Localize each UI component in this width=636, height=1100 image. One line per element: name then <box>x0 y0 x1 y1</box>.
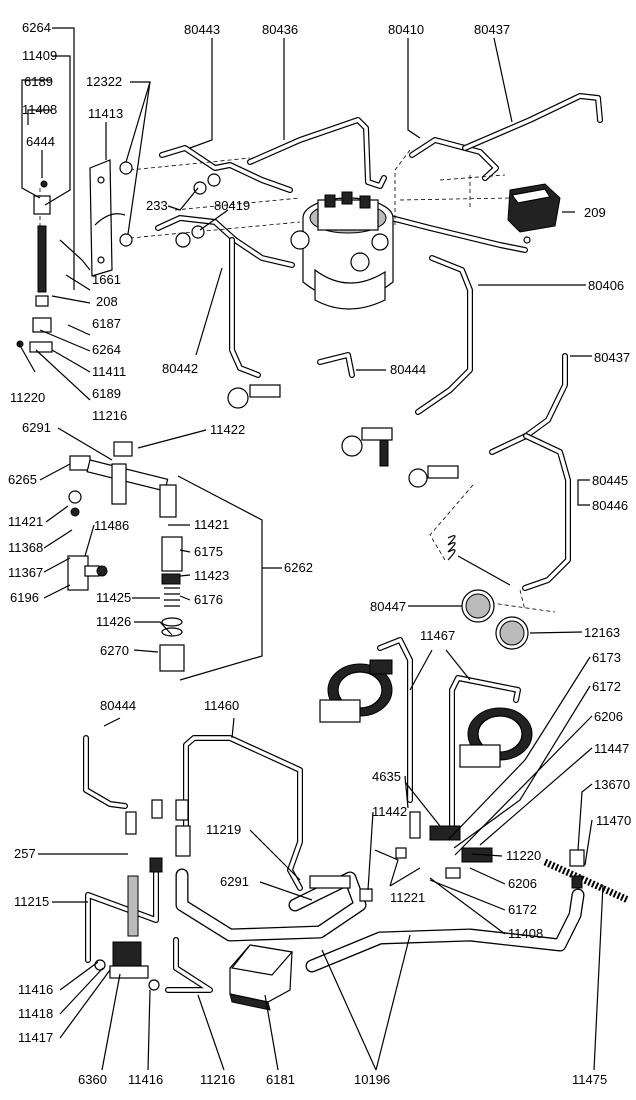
label-80445: 80445 <box>592 473 628 488</box>
label-6291-b: 6291 <box>220 874 249 889</box>
label-11423: 11423 <box>194 568 229 583</box>
part-number-labels: 6264 11409 6189 11408 6444 12322 11413 8… <box>8 20 631 1087</box>
label-6291: 6291 <box>22 420 51 435</box>
level-probe-assembly <box>16 180 53 353</box>
label-11467: 11467 <box>420 628 455 643</box>
alignment-lines-upper <box>39 149 556 613</box>
steam-valve-assembly <box>227 384 459 488</box>
label-80419: 80419 <box>214 198 250 213</box>
label-6175: 6175 <box>194 544 223 559</box>
label-80444-b: 80444 <box>100 698 136 713</box>
label-4635: 4635 <box>372 769 401 784</box>
label-11413: 11413 <box>88 106 123 121</box>
pump-motor-right <box>459 707 533 768</box>
label-80410: 80410 <box>388 22 424 37</box>
label-6360: 6360 <box>78 1072 107 1087</box>
label-6262: 6262 <box>284 560 313 575</box>
label-80437: 80437 <box>474 22 510 37</box>
label-6172-b: 6172 <box>508 902 537 917</box>
label-11416-b: 11416 <box>128 1072 163 1087</box>
label-11418: 11418 <box>18 1006 53 1021</box>
heat-exchanger-coil <box>447 535 511 586</box>
label-208: 208 <box>96 294 118 309</box>
label-11220: 11220 <box>10 390 45 405</box>
label-80444: 80444 <box>390 362 426 377</box>
label-11411: 11411 <box>92 364 126 379</box>
label-80437-b: 80437 <box>594 350 630 365</box>
label-6265: 6265 <box>8 472 37 487</box>
label-11470: 11470 <box>596 813 631 828</box>
label-11417: 11417 <box>18 1030 53 1045</box>
label-11425: 11425 <box>96 590 131 605</box>
label-11421-b: 11421 <box>194 517 229 532</box>
label-12163: 12163 <box>584 625 620 640</box>
label-80443: 80443 <box>184 22 220 37</box>
valve-assembly-6262 <box>67 441 263 681</box>
mounting-bracket <box>89 159 133 277</box>
label-80442: 80442 <box>162 361 198 376</box>
label-80446: 80446 <box>592 498 628 513</box>
label-6206: 6206 <box>594 709 623 724</box>
label-6176: 6176 <box>194 592 223 607</box>
label-6189-b: 6189 <box>92 386 121 401</box>
label-6173: 6173 <box>592 650 621 665</box>
label-11409: 11409 <box>22 48 57 63</box>
label-10196: 10196 <box>354 1072 390 1087</box>
upper-pipes <box>155 93 603 591</box>
leader-lines <box>17 27 604 1071</box>
label-6196: 6196 <box>10 590 39 605</box>
pump-pipes <box>377 637 521 833</box>
spring-hose <box>543 849 630 904</box>
label-11367: 11367 <box>8 565 43 580</box>
label-257: 257 <box>14 846 36 861</box>
label-6444: 6444 <box>26 134 55 149</box>
label-6181: 6181 <box>266 1072 295 1087</box>
pump-motor-left <box>319 659 393 723</box>
label-11422: 11422 <box>210 422 245 437</box>
label-11408: 11408 <box>22 102 57 117</box>
lower-fittings <box>125 799 493 937</box>
label-6270: 6270 <box>100 643 129 658</box>
label-6264: 6264 <box>22 20 51 35</box>
label-233: 233 <box>146 198 168 213</box>
label-11486: 11486 <box>94 518 129 533</box>
label-11447: 11447 <box>594 741 629 756</box>
label-11421: 11421 <box>8 514 43 529</box>
pressure-switch-box <box>507 183 561 244</box>
label-11416: 11416 <box>18 982 53 997</box>
drip-tray-6181 <box>229 944 294 1011</box>
label-80406: 80406 <box>588 278 624 293</box>
label-11219: 11219 <box>206 822 241 837</box>
label-6187: 6187 <box>92 316 121 331</box>
label-12322: 12322 <box>86 74 122 89</box>
label-11368: 11368 <box>8 540 43 555</box>
label-80436: 80436 <box>262 22 298 37</box>
label-11215: 11215 <box>14 894 49 909</box>
label-11408-b: 11408 <box>508 926 543 941</box>
label-6172: 6172 <box>592 679 621 694</box>
label-6206-b: 6206 <box>508 876 537 891</box>
label-209: 209 <box>584 205 606 220</box>
label-80447: 80447 <box>370 599 406 614</box>
label-11220-b: 11220 <box>506 848 541 863</box>
label-11442: 11442 <box>372 804 407 819</box>
label-11460: 11460 <box>204 698 239 713</box>
label-1661: 1661 <box>92 272 121 287</box>
label-11426: 11426 <box>96 614 131 629</box>
label-11475: 11475 <box>572 1072 607 1087</box>
lower-pipes <box>83 735 303 993</box>
label-11216-b: 11216 <box>200 1072 235 1087</box>
pressure-gauges <box>461 589 529 650</box>
label-11216: 11216 <box>92 408 127 423</box>
label-13670: 13670 <box>594 777 630 792</box>
solenoid-valve <box>94 941 160 991</box>
boiler-body <box>290 191 394 310</box>
label-11221: 11221 <box>390 890 425 905</box>
label-6264-b: 6264 <box>92 342 121 357</box>
label-6189: 6189 <box>24 74 53 89</box>
